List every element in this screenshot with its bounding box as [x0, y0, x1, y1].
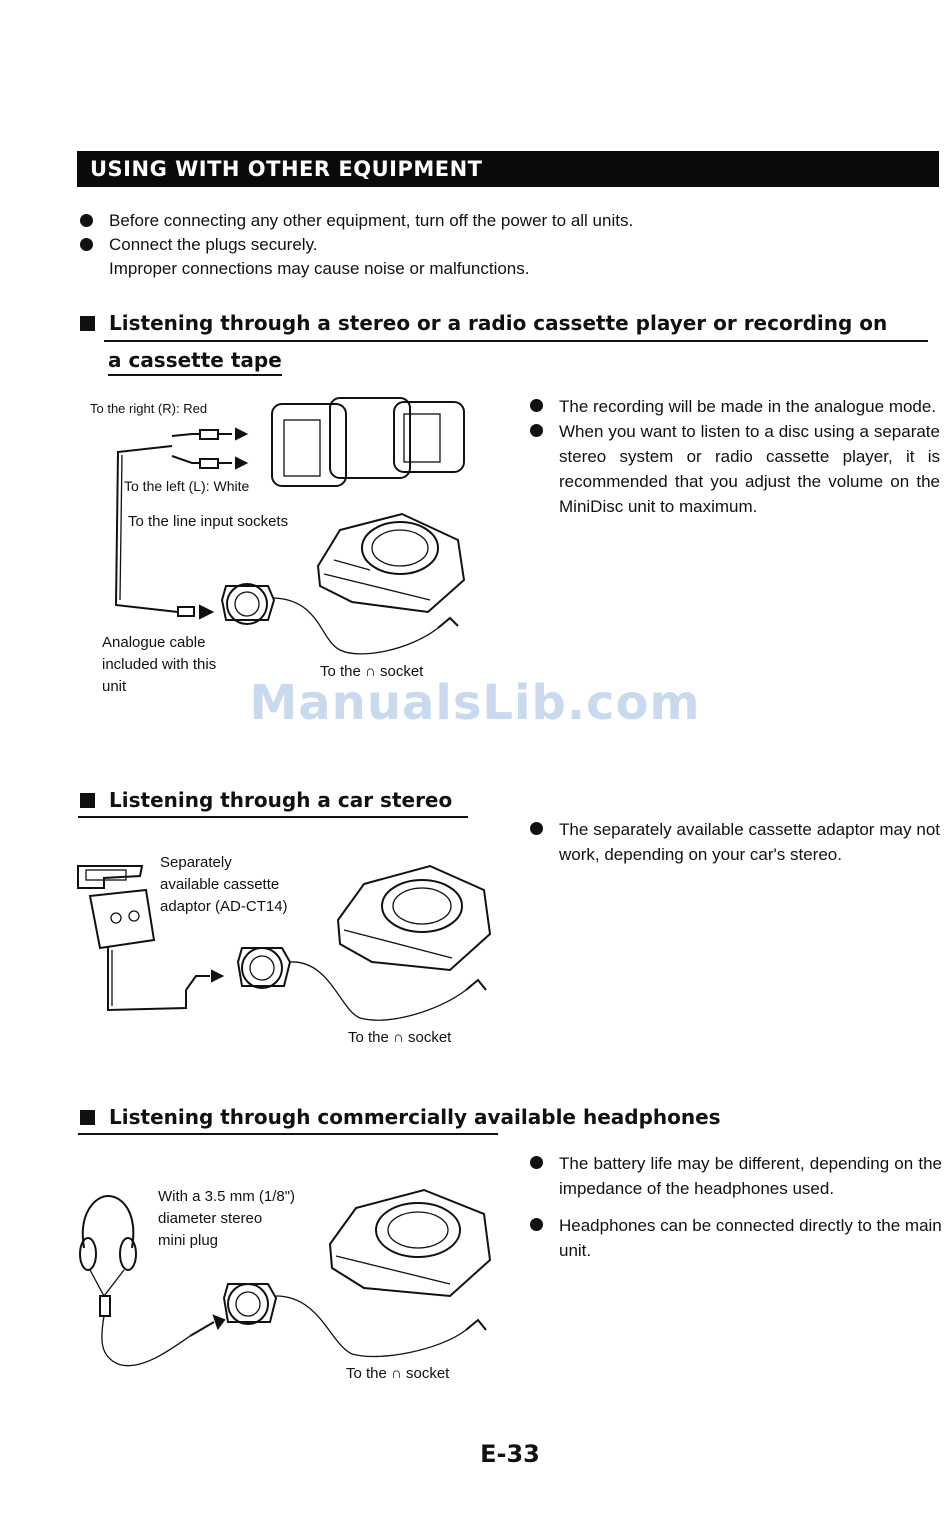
car-note: The separately available cassette adapto… [530, 817, 940, 867]
heading-underline [78, 1133, 498, 1135]
heading-underline [78, 816, 468, 818]
car-section-heading: Listening through a car stereo [80, 786, 452, 814]
headphones-note: Headphones can be connected directly to … [530, 1213, 942, 1263]
intro-bullet: Connect the plugs securely. [80, 233, 920, 257]
headphones-heading-text: Listening through commercially available… [109, 1105, 721, 1129]
label-cassette-adaptor: Separately available cassette adaptor (A… [160, 852, 288, 918]
cable-label-line: unit [102, 678, 127, 695]
intro-note: Improper connections may cause noise or … [109, 259, 530, 278]
label-line-input: To the line input sockets [128, 513, 289, 530]
bullet-icon [530, 1156, 543, 1169]
stereo-note-text: The recording will be made in the analog… [559, 397, 937, 416]
label-socket: To the ∩ socket [348, 1029, 452, 1046]
adaptor-label-line: available cassette [160, 876, 280, 893]
section-title-banner: USING WITH OTHER EQUIPMENT [77, 151, 939, 187]
label-socket: To the ∩ socket [346, 1365, 450, 1382]
stereo-note: The recording will be made in the analog… [530, 394, 940, 419]
label-right-red: To the right (R): Red [90, 401, 208, 416]
bullet-icon [530, 1218, 543, 1231]
bullet-icon [80, 238, 93, 251]
bullet-icon [530, 822, 543, 835]
cassette-adaptor-illustration [77, 865, 156, 950]
stereo-note-text: When you want to listen to a disc using … [559, 422, 940, 516]
plug-label-line: diameter stereo [158, 1210, 263, 1227]
headphones-note: The battery life may be different, depen… [530, 1151, 942, 1201]
plug-label-line: mini plug [158, 1232, 219, 1249]
car-notes: The separately available cassette adapto… [530, 817, 940, 867]
headphones-note-text: The battery life may be different, depen… [559, 1154, 942, 1198]
car-heading-text: Listening through a car stereo [109, 788, 453, 812]
minidisc-unit-illustration [316, 512, 466, 614]
remote-control-illustration [236, 947, 487, 1021]
remote-control-illustration [222, 1283, 487, 1358]
square-bullet-icon [80, 316, 95, 331]
minidisc-unit-illustration [336, 864, 492, 972]
intro-bullet-text: Connect the plugs securely. [109, 235, 318, 254]
minidisc-unit-illustration [328, 1188, 492, 1298]
adaptor-label-line: adaptor (AD-CT14) [160, 898, 288, 915]
bullet-icon [80, 214, 93, 227]
square-bullet-icon [80, 1110, 95, 1125]
cable-label-line: Analogue cable [102, 634, 206, 651]
label-analogue-cable: Analogue cable included with this unit [102, 632, 216, 698]
page-number: E-33 [480, 1440, 540, 1468]
watermark: ManualsLib.com [249, 675, 701, 731]
stereo-section-heading: Listening through a stereo or a radio ca… [80, 309, 887, 337]
label-mini-plug: With a 3.5 mm (1/8") diameter stereo min… [158, 1186, 295, 1252]
bullet-icon [530, 399, 543, 412]
adaptor-label-line: Separately [160, 854, 232, 871]
heading-underline [104, 340, 928, 342]
rca-plugs [171, 427, 249, 470]
square-bullet-icon [80, 793, 95, 808]
headphones-section-heading: Listening through commercially available… [80, 1103, 721, 1131]
label-socket: To the ∩ socket [320, 663, 424, 680]
stereo-heading-line1: Listening through a stereo or a radio ca… [109, 311, 888, 335]
bullet-icon [530, 424, 543, 437]
intro-bullet: Before connecting any other equipment, t… [80, 209, 920, 233]
headphones-notes: The battery life may be different, depen… [530, 1151, 942, 1263]
headphones-illustration [79, 1194, 137, 1317]
intro-bullet-text: Before connecting any other equipment, t… [109, 211, 634, 230]
stereo-system-illustration [271, 397, 465, 487]
stereo-notes: The recording will be made in the analog… [530, 394, 940, 519]
stereo-heading-line2: a cassette tape [108, 346, 282, 376]
stereo-note: When you want to listen to a disc using … [530, 419, 940, 519]
label-left-white: To the left (L): White [124, 478, 250, 494]
headphones-note-text: Headphones can be connected directly to … [559, 1216, 942, 1260]
plug-label-line: With a 3.5 mm (1/8") [158, 1188, 296, 1205]
intro-bullets: Before connecting any other equipment, t… [80, 209, 920, 281]
cable-label-line: included with this [102, 656, 217, 673]
remote-control-illustration [220, 583, 459, 655]
car-note-text: The separately available cassette adapto… [559, 820, 940, 864]
